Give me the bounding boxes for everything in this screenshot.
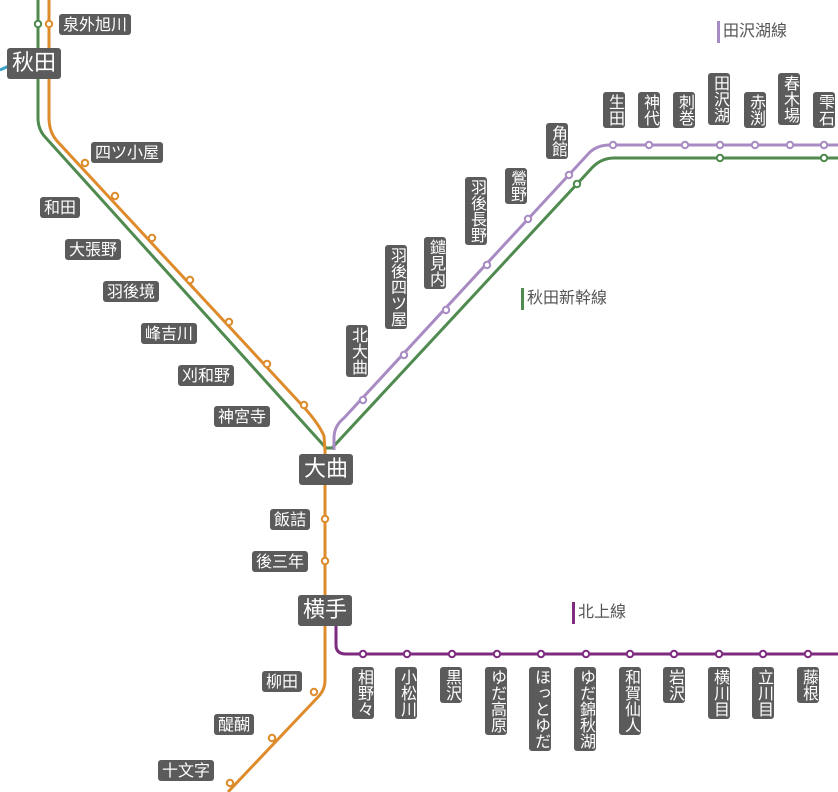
station-dot (803, 649, 813, 659)
ou-main-line-track (47, 0, 327, 792)
station-dot (262, 359, 272, 369)
station-waga-sennin[interactable]: 和賀仙人 (619, 667, 641, 735)
station-akita[interactable]: 秋田 (7, 48, 62, 79)
station-dot (819, 153, 829, 163)
station-dot (523, 214, 533, 224)
station-dot (402, 649, 412, 659)
station-dot (44, 19, 54, 29)
station-dot (625, 649, 635, 659)
station-yuda-nishikiaki[interactable]: ゆだ錦秋湖 (574, 667, 596, 751)
station-dot (80, 158, 90, 168)
station-wada[interactable]: 和田 (40, 197, 81, 218)
tazawako-line-track (332, 143, 838, 450)
legend-label: 田沢湖線 (723, 21, 788, 40)
station-minekoshi[interactable]: 峰吉川 (141, 323, 198, 344)
legend-tazawako-line: 田沢湖線 (717, 20, 788, 43)
station-markers (33, 19, 829, 788)
station-tatsukawame[interactable]: 立川目 (752, 667, 774, 719)
station-dot (572, 179, 582, 189)
legend-shinkansen: 秋田新幹線 (521, 287, 608, 310)
station-dot (669, 649, 679, 659)
station-dot (492, 649, 502, 659)
station-dot (715, 153, 725, 163)
legend-label: 秋田新幹線 (527, 288, 608, 307)
station-akabuchi[interactable]: 赤渕 (744, 92, 766, 128)
legend-kitakami-line: 北上線 (572, 601, 627, 624)
station-dot (399, 350, 409, 360)
station-kakunodate[interactable]: 角館 (546, 123, 568, 159)
station-jinguji[interactable]: 神宮寺 (214, 406, 271, 427)
station-jindai[interactable]: 神代 (638, 92, 660, 128)
legend-swatch (572, 602, 575, 624)
station-dot (608, 140, 618, 150)
station-dot (644, 140, 654, 150)
station-dot (309, 687, 319, 697)
station-dot (564, 170, 574, 180)
shinkansen-track (36, 0, 838, 450)
station-dot (714, 649, 724, 659)
station-ugo-nagano[interactable]: 羽後長野 (465, 177, 487, 245)
station-obanoi[interactable]: 大張野 (65, 239, 122, 260)
station-harukiba[interactable]: 春木場 (778, 73, 800, 125)
station-shizukuishi[interactable]: 雫石 (813, 92, 835, 128)
station-dot (147, 233, 157, 243)
station-dot (320, 514, 330, 524)
kitakami-line-track (334, 620, 838, 656)
station-dot (224, 317, 234, 327)
legend-swatch (717, 21, 720, 43)
station-dot (225, 778, 235, 788)
station-sashimaki[interactable]: 刺巻 (673, 92, 695, 128)
station-dot (715, 140, 725, 150)
legend-swatch (521, 288, 524, 310)
legend-label: 北上線 (578, 602, 627, 621)
station-dot (320, 556, 330, 566)
station-ugo-yotsuya[interactable]: 羽後四ツ屋 (385, 245, 407, 329)
station-kita-omagari[interactable]: 北大曲 (346, 325, 368, 377)
station-yokote[interactable]: 横手 (298, 595, 353, 626)
station-yanagita[interactable]: 柳田 (262, 671, 303, 692)
station-fujine[interactable]: 藤根 (797, 667, 819, 703)
station-dot (482, 260, 492, 270)
station-dot (267, 733, 277, 743)
station-iizume[interactable]: 飯詰 (270, 509, 311, 530)
station-sagino[interactable]: 鶯野 (505, 168, 527, 204)
station-jumonji[interactable]: 十文字 (158, 760, 215, 781)
station-dot (536, 649, 546, 659)
station-yotsugoya[interactable]: 四ツ小屋 (91, 142, 164, 163)
station-dot (299, 400, 309, 410)
station-omagari[interactable]: 大曲 (299, 454, 354, 485)
station-ugosakai[interactable]: 羽後境 (103, 281, 160, 302)
station-kurosawa[interactable]: 黒沢 (440, 667, 462, 703)
station-dot (785, 140, 795, 150)
station-dot (33, 19, 43, 29)
station-kagiuchi[interactable]: 鑓見内 (424, 237, 446, 289)
station-ukita[interactable]: 生田 (603, 92, 625, 128)
station-tazawako[interactable]: 田沢湖 (708, 73, 730, 125)
station-dot (110, 191, 120, 201)
station-dot (358, 649, 368, 659)
station-yokokawame[interactable]: 横川目 (708, 667, 730, 719)
station-dot (750, 140, 760, 150)
station-yuda-kogen[interactable]: ゆだ高原 (485, 667, 507, 735)
station-dot (358, 395, 368, 405)
station-komatsugawa[interactable]: 小松川 (395, 667, 417, 719)
station-dot (441, 305, 451, 315)
station-dot (447, 649, 457, 659)
station-dot (680, 140, 690, 150)
station-izumi-sotoasahikawa[interactable]: 泉外旭川 (59, 14, 132, 35)
station-hotto-yuda[interactable]: ほっとゆだ (529, 667, 551, 751)
station-kariwano[interactable]: 刈和野 (178, 365, 235, 386)
station-gosannen[interactable]: 後三年 (252, 551, 309, 572)
station-daigo[interactable]: 醍醐 (214, 714, 255, 735)
station-dot (581, 649, 591, 659)
station-dot (758, 649, 768, 659)
station-dot (185, 275, 195, 285)
station-dot (819, 140, 829, 150)
station-ainono[interactable]: 相野々 (352, 667, 374, 719)
station-iwasawa[interactable]: 岩沢 (663, 667, 685, 703)
